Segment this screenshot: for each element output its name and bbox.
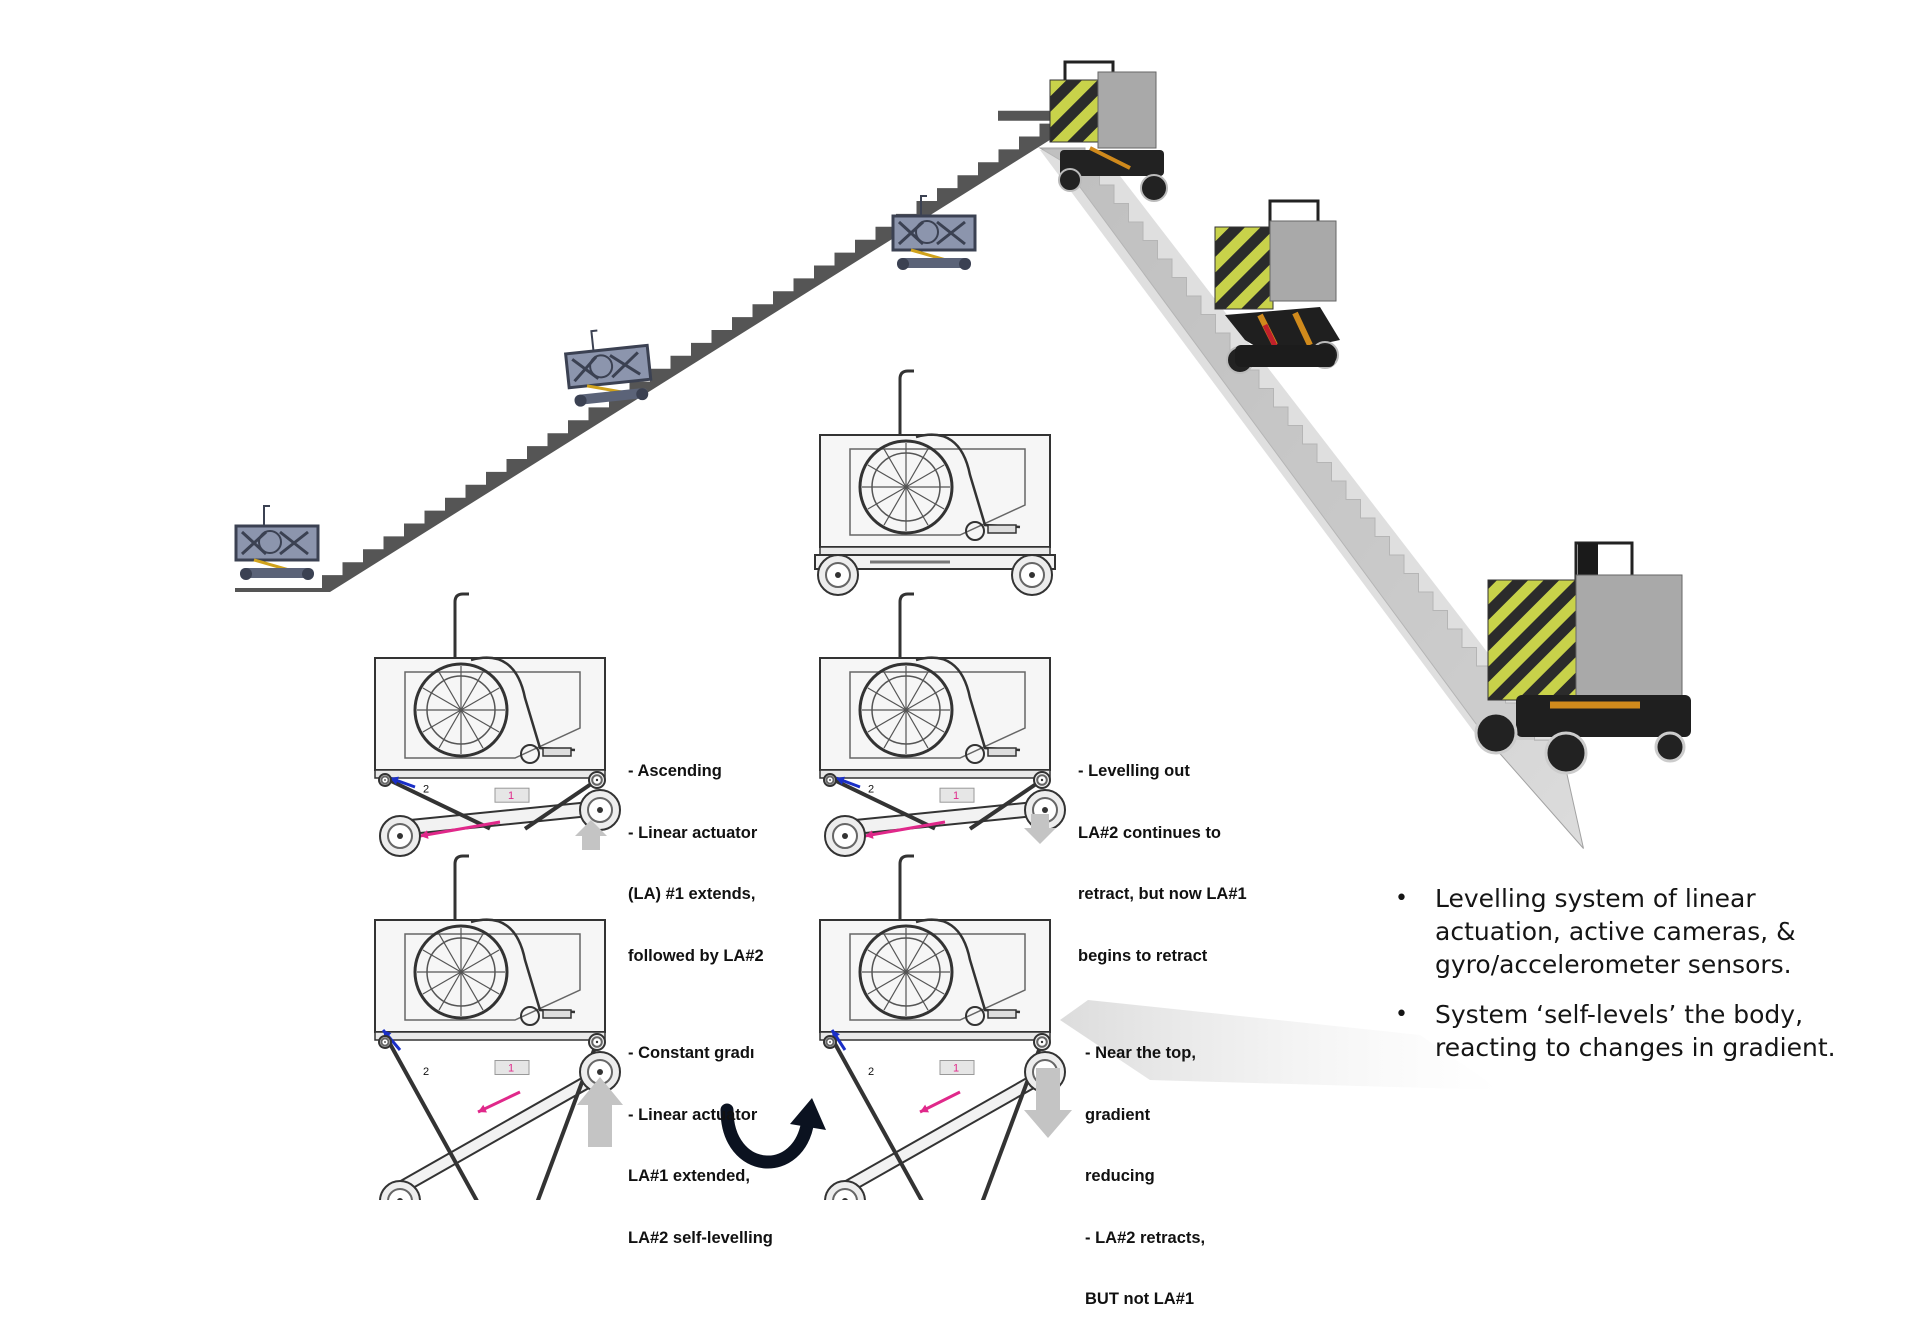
actuator-arrow-pink — [419, 820, 501, 839]
actuator-label: 2 — [868, 783, 874, 795]
staircase-3d — [1038, 147, 1584, 1090]
bullet-icon: • — [1395, 886, 1408, 911]
caption-line: reducing — [1085, 1167, 1155, 1185]
stair-robots-2d — [234, 195, 977, 580]
robot-3d-bottom — [1474, 541, 1691, 775]
platform-wheel — [379, 815, 421, 857]
rotate-arrow-icon — [720, 1098, 826, 1169]
wheelchair-icon — [374, 854, 606, 1041]
wheelchair-icon — [819, 854, 1051, 1041]
robot-3d-middle — [1214, 199, 1340, 374]
platform-wheel — [823, 773, 837, 787]
caption-line: - Linear actuator — [628, 1105, 758, 1124]
platform-wheel — [378, 1035, 392, 1049]
caption-line: LA#2 continues to — [1078, 823, 1222, 842]
up-arrow-icon — [577, 1077, 623, 1147]
platform-wheel — [379, 1180, 421, 1200]
caption-line: gradient — [1085, 1105, 1151, 1124]
caption-line: - Near the top, — [1085, 1044, 1196, 1062]
robot-3d-top — [1049, 60, 1168, 202]
wheelchair-icon — [819, 592, 1051, 779]
bullet-icon: • — [1395, 1002, 1408, 1027]
bullet-text-line: reacting to changes in gradient. — [1435, 1033, 1836, 1062]
actuator-label: 1 — [953, 790, 959, 802]
platform-panel: 12 — [374, 592, 621, 857]
platform-wheel — [823, 1035, 837, 1049]
caption-line: (LA) #1 extends, — [628, 885, 756, 903]
platform-wheel — [588, 1033, 606, 1051]
up-arrow-icon — [575, 820, 607, 850]
actuator-label: 1 — [953, 1063, 959, 1075]
caption-line: LA#2 self-levelling — [628, 1228, 773, 1247]
actuator-label: 2 — [423, 783, 429, 795]
platform-wheel — [824, 1180, 866, 1200]
actuator-label: 2 — [423, 1066, 429, 1078]
feature-bullet-list: • Levelling system of linear actuation, … — [1395, 882, 1875, 1081]
caption-levelling-out: - Levelling out LA#2 continues to retrac… — [1078, 720, 1247, 987]
mini-robot — [563, 329, 653, 407]
platform-wheel — [1033, 1033, 1051, 1051]
actuator-arrow-blue — [389, 776, 416, 789]
platform-wheel — [1033, 771, 1051, 789]
actuator-label: 1 — [508, 1063, 514, 1075]
platform-wheel — [588, 771, 606, 789]
wheelchair-icon — [819, 369, 1051, 556]
mini-robot — [234, 505, 320, 580]
platform-wheel — [579, 789, 621, 831]
caption-ascending: - Ascending - Linear actuator (LA) #1 ex… — [628, 720, 764, 987]
platform-wheel — [1011, 554, 1053, 596]
caption-line: retract, but now LA#1 — [1078, 885, 1247, 903]
platform-panel: 12 — [819, 592, 1066, 857]
down-arrow-icon — [1024, 1068, 1072, 1138]
platform-wheel — [378, 773, 392, 787]
wheelchair-icon — [374, 592, 606, 779]
actuator-arrow-pink — [864, 820, 946, 839]
caption-line: followed by LA#2 — [628, 946, 764, 965]
platform-wheel — [579, 1051, 621, 1093]
caption-line: BUT not LA#1 — [1085, 1290, 1195, 1308]
caption-line: - Ascending — [628, 762, 722, 780]
caption-line: - Linear actuator — [628, 823, 758, 842]
mini-robot — [891, 195, 977, 270]
caption-constant-gradient: - Constant gradı - Linear actuator LA#1 … — [628, 1002, 773, 1269]
actuator-label: 2 — [868, 1066, 874, 1078]
bullet-item: • Levelling system of linear actuation, … — [1395, 882, 1875, 981]
caption-line: - Levelling out — [1078, 762, 1190, 780]
actuator-arrow-pink — [477, 1090, 521, 1114]
caption-line: - LA#2 retracts, — [1085, 1228, 1206, 1247]
caption-near-top: - Near the top, gradient reducing - LA#2… — [1085, 1002, 1205, 1330]
platform-panel: 12 — [819, 854, 1066, 1200]
platform-wheel — [824, 815, 866, 857]
platform-wheel — [817, 554, 859, 596]
caption-line: LA#1 extended, — [628, 1167, 750, 1185]
bullet-item: • System ‘self-levels’ the body, reactin… — [1395, 998, 1875, 1064]
bullet-text-line: actuation, active cameras, & — [1435, 917, 1796, 946]
bullet-text-line: Levelling system of linear — [1435, 884, 1756, 913]
caption-line: - Constant gradı — [628, 1044, 755, 1062]
bullet-text-line: gyro/accelerometer sensors. — [1435, 950, 1792, 979]
platform-panel: 12 — [374, 854, 621, 1200]
actuator-arrow-pink — [919, 1090, 961, 1114]
caption-line: begins to retract — [1078, 946, 1208, 965]
actuator-arrow-blue — [835, 776, 861, 789]
down-arrow-icon — [1024, 814, 1056, 844]
platform-panel-level — [814, 369, 1056, 596]
bullet-text-line: System ‘self-levels’ the body, — [1435, 1000, 1804, 1029]
actuator-label: 1 — [508, 790, 514, 802]
